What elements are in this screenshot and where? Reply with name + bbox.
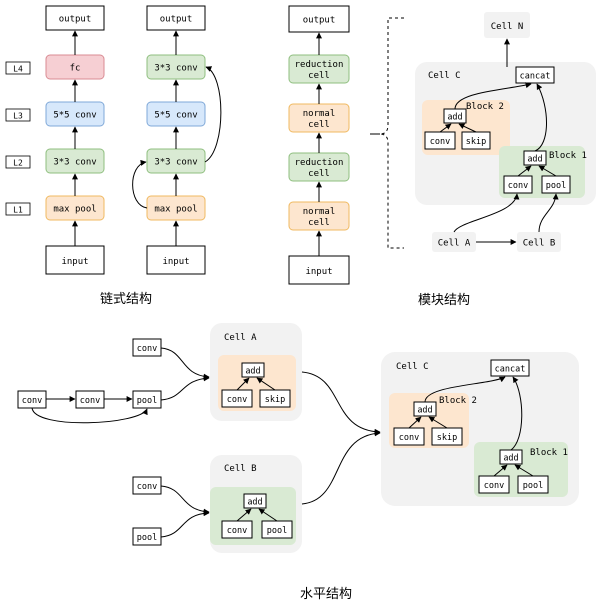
- conv-node: conv: [430, 137, 450, 147]
- input-node: input: [305, 267, 332, 277]
- conv-node: conv: [137, 482, 157, 492]
- pool-node: pool: [523, 481, 543, 491]
- conv-node: conv: [22, 396, 42, 406]
- cell-c-title: Cell C: [428, 71, 461, 81]
- input-node: input: [162, 257, 189, 267]
- reduction-cell-top-line2: cell: [308, 71, 330, 81]
- horizontal-arrows: [31, 347, 534, 538]
- layer-tag-l3: L3: [13, 112, 23, 121]
- reduction-cell-bottom-line1: reduction: [295, 158, 344, 168]
- pool-node: pool: [137, 396, 157, 406]
- conv-node: conv: [484, 481, 504, 491]
- add-node: add: [247, 498, 262, 508]
- max-pool-node: max pool: [154, 205, 197, 215]
- chain-caption: 链式结构: [100, 292, 152, 307]
- block-2-label: Block 2: [439, 396, 477, 406]
- reduction-cell-top-line1: reduction: [295, 60, 344, 70]
- chain-column-1: output fc 5*5 conv 3*3 conv max pool inp…: [45, 5, 105, 275]
- conv-node: conv: [227, 395, 247, 405]
- conv-node: conv: [399, 433, 419, 443]
- chain-col2-arrows: [132, 30, 222, 246]
- cell-c-title: Cell C: [396, 362, 429, 372]
- conv-3x3-node: 3*3 conv: [53, 158, 96, 168]
- add-node: add: [417, 406, 432, 416]
- output-node: output: [59, 15, 92, 25]
- pool-node: pool: [546, 181, 566, 191]
- module-structure: Cell N Cell C cancat Block 2 add conv sk…: [415, 12, 596, 308]
- layer-tag-l2: L2: [13, 159, 23, 168]
- output-node: output: [303, 16, 336, 26]
- zoom-bracket: [370, 17, 404, 249]
- conv-3x3-node: 3*3 conv: [154, 158, 197, 168]
- cell-b-label: Cell B: [523, 239, 556, 249]
- add-node: add: [245, 367, 260, 377]
- cancat-node: cancat: [495, 365, 526, 375]
- block-1-label: Block 1: [549, 151, 587, 161]
- skip-node: skip: [466, 137, 486, 147]
- block-1-label: Block 1: [530, 448, 568, 458]
- conv-node: conv: [137, 344, 157, 354]
- layer-tag-l4: L4: [13, 65, 23, 74]
- pool-node: pool: [267, 526, 287, 536]
- cancat-node: cancat: [520, 72, 551, 82]
- fc-node: fc: [70, 64, 81, 74]
- skip-node: skip: [437, 433, 457, 443]
- cell-b-title: Cell B: [224, 464, 257, 474]
- input-node: input: [61, 257, 88, 267]
- horizontal-structure: conv conv conv pool conv pool Cell A add…: [17, 323, 579, 602]
- cell-n-label: Cell N: [491, 22, 524, 32]
- add-node: add: [527, 155, 542, 165]
- skip-node: skip: [265, 395, 285, 405]
- conv-node: conv: [508, 181, 528, 191]
- conv-node: conv: [80, 396, 100, 406]
- conv-5x5-node: 5*5 conv: [53, 111, 96, 121]
- add-node: add: [447, 113, 462, 123]
- cell-a-label: Cell A: [438, 239, 471, 249]
- horizontal-caption: 水平结构: [300, 587, 352, 602]
- layer-tag-l1: L1: [13, 206, 23, 215]
- add-node: add: [503, 454, 518, 464]
- block-2-label: Block 2: [466, 102, 504, 112]
- conv-node: conv: [227, 526, 247, 536]
- normal-cell-top-line2: cell: [308, 120, 330, 130]
- normal-cell-top-line1: normal: [303, 109, 336, 119]
- cell-a-title: Cell A: [224, 333, 257, 343]
- pool-node: pool: [137, 533, 157, 543]
- cell-stack: output reduction cell normal cell reduct…: [288, 5, 404, 285]
- normal-cell-bottom-line2: cell: [308, 218, 330, 228]
- chain-structure: L4 L3 L2 L1 output fc 5*5 conv 3*3 conv …: [5, 5, 222, 307]
- max-pool-node: max pool: [53, 205, 96, 215]
- conv-3x3-top-node: 3*3 conv: [154, 64, 197, 74]
- chain-column-2: output 3*3 conv 5*5 conv 3*3 conv max po…: [132, 5, 222, 275]
- conv-5x5-node: 5*5 conv: [154, 111, 197, 121]
- layer-tags: L4 L3 L2 L1: [5, 61, 31, 216]
- reduction-cell-bottom-line2: cell: [308, 169, 330, 179]
- normal-cell-bottom-line1: normal: [303, 207, 336, 217]
- module-caption: 模块结构: [418, 293, 470, 308]
- module-arrows: [439, 38, 559, 245]
- output-node: output: [160, 15, 193, 25]
